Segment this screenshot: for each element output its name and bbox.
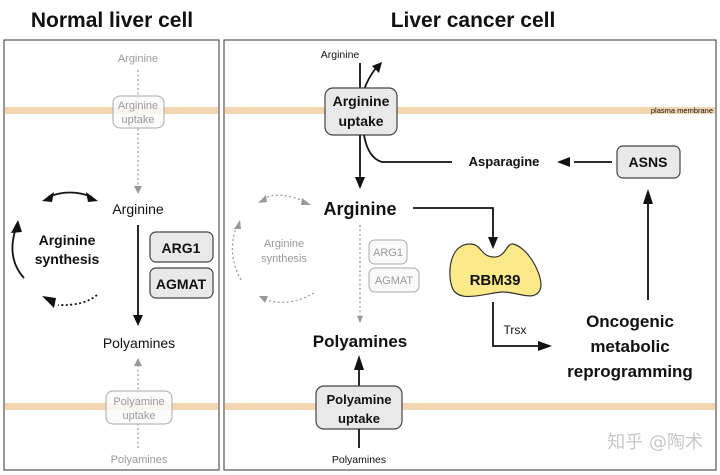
arginine-to-rbm39-arrowhead — [488, 237, 498, 249]
cancer-synthesis-top-arc — [262, 194, 306, 203]
normal-arginine-inside: Arginine — [112, 201, 164, 217]
normal-synthesis-left-arrowhead — [11, 220, 22, 233]
normal-synthesis-top-arrowhead-right — [86, 192, 98, 202]
reprogramming-label-3: reprogramming — [567, 362, 693, 381]
cancer-arginine-uptake-label-1: Arginine — [333, 93, 390, 109]
normal-cell-title: Normal liver cell — [31, 9, 193, 32]
normal-polyamine-uptake-arrowhead — [134, 358, 142, 366]
normal-agmat-label: AGMAT — [156, 276, 207, 292]
normal-polyamine-uptake-label-1: Polyamine — [113, 396, 164, 408]
normal-synthesis-label-1: Arginine — [39, 232, 96, 248]
rbm39-shape — [449, 243, 542, 298]
cancer-arginine-uptake-box — [324, 87, 398, 136]
cancer-arginine-inside: Arginine — [323, 199, 396, 219]
arginine-to-rbm39-line — [413, 207, 494, 240]
cancer-polyamines-inside: Polyamines — [313, 332, 408, 351]
rbm39-label: RBM39 — [470, 272, 521, 289]
normal-synthesis-label-2: synthesis — [35, 251, 100, 267]
normal-polyamine-uptake-label-2: uptake — [122, 410, 155, 422]
cancer-synthesis-label-2: synthesis — [261, 253, 307, 265]
cancer-uptake-to-arginine-arrowhead — [355, 177, 365, 189]
plasma-membrane-label: plasma membrane — [651, 106, 713, 115]
watermark: 知乎 @陶术 — [607, 432, 703, 453]
normal-synthesis-bottom-arc — [57, 294, 98, 306]
asparagine-to-uptake-line — [363, 134, 452, 163]
rbm39-to-reprogramming-arrowhead — [538, 341, 552, 351]
normal-synthesis-left-arc — [11, 227, 25, 279]
normal-polyamines-inside: Polyamines — [103, 335, 175, 351]
normal-arginine-uptake-label-1: Arginine — [118, 100, 158, 112]
asns-label: ASNS — [629, 154, 668, 170]
normal-arginine-to-polyamines-arrowhead — [133, 315, 143, 326]
normal-arginine-uptake-box — [112, 95, 165, 129]
cancer-synthesis-top-arrowhead-left — [258, 195, 267, 203]
normal-synthesis-top-arrowhead-left — [42, 192, 54, 202]
rbm39-to-reprogramming-line — [492, 302, 540, 347]
cancer-cell-title: Liver cancer cell — [391, 9, 556, 32]
cancer-arg1-box — [368, 239, 408, 265]
cancer-arginine-outside: Arginine — [321, 49, 360, 61]
reprogramming-label-2: metabolic — [590, 337, 669, 356]
cancer-polyamines-outside: Polyamines — [332, 454, 386, 466]
cancer-synthesis-bottom-arrowhead — [259, 296, 268, 303]
reprogramming-label-1: Oncogenic — [586, 312, 674, 331]
cancer-arg1-label: ARG1 — [373, 247, 403, 259]
cancer-membrane-top — [225, 107, 715, 114]
normal-polyamines-outside: Polyamines — [111, 454, 168, 466]
trsx-label: Trsx — [504, 323, 527, 337]
normal-arginine-uptake-arrowhead — [134, 186, 142, 194]
cancer-arginine-to-polyamines-arrowhead — [357, 316, 363, 323]
normal-membrane-top — [5, 107, 218, 114]
normal-arginine-outside: Arginine — [118, 53, 158, 65]
cancer-polyamine-uptake-label-1: Polyamine — [326, 392, 391, 407]
cancer-arginine-efflux-arrowhead — [372, 62, 382, 73]
cancer-polyamine-uptake-label-2: uptake — [338, 411, 380, 426]
normal-synthesis-bottom-arrowhead — [42, 296, 56, 308]
cancer-synthesis-left-arc — [231, 225, 242, 281]
asns-box — [616, 145, 681, 179]
normal-arg1-label: ARG1 — [162, 240, 201, 256]
asparagine-label: Asparagine — [469, 154, 540, 169]
cancer-agmat-box — [368, 267, 420, 293]
cancer-agmat-label: AGMAT — [375, 275, 414, 287]
cancer-membrane-bottom — [225, 403, 715, 410]
asns-to-asparagine-arrowhead — [557, 157, 570, 167]
cancer-synthesis-top-arrowhead-right — [301, 198, 311, 205]
cancer-synthesis-bottom-arc — [265, 292, 315, 303]
normal-agmat-box — [149, 267, 214, 299]
normal-arginine-uptake-label-2: uptake — [121, 114, 154, 126]
polyamine-uptake-to-polyamines-arrowhead — [354, 355, 364, 370]
reprogramming-to-asns-arrowhead — [643, 189, 653, 204]
cancer-synthesis-label-1: Arginine — [264, 238, 304, 250]
normal-polyamine-uptake-box — [105, 390, 173, 425]
cancer-arginine-uptake-label-2: uptake — [338, 113, 383, 129]
cancer-synthesis-left-arrowhead — [234, 220, 241, 229]
normal-arg1-box — [149, 231, 214, 263]
